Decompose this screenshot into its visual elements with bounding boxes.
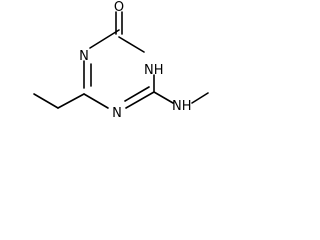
structure-drawing: O N NH N NH (33, 0, 209, 121)
bond-c4-n5 (83, 93, 109, 109)
bond-ethyl-ch2-ch3 (33, 93, 59, 109)
bond-c4-ethyl-ch2 (57, 93, 85, 109)
atom-label-amine-nh: NH (172, 99, 192, 114)
atom-label-n3: N (79, 49, 89, 64)
molecule-diagram: O N NH N NH (0, 0, 216, 148)
bond-c6-nh (153, 91, 174, 104)
atom-label-oxygen: O (114, 0, 124, 15)
bond-c2-n3 (89, 29, 120, 49)
atom-label-n1h: NH (144, 63, 164, 78)
bond-nh-ch3 (191, 92, 209, 104)
bond-n5-c6-outer (125, 91, 155, 109)
atom-label-n5: N (112, 106, 122, 121)
bond-n5-c6-inner (124, 86, 150, 102)
bond-n1-c2 (118, 36, 145, 53)
